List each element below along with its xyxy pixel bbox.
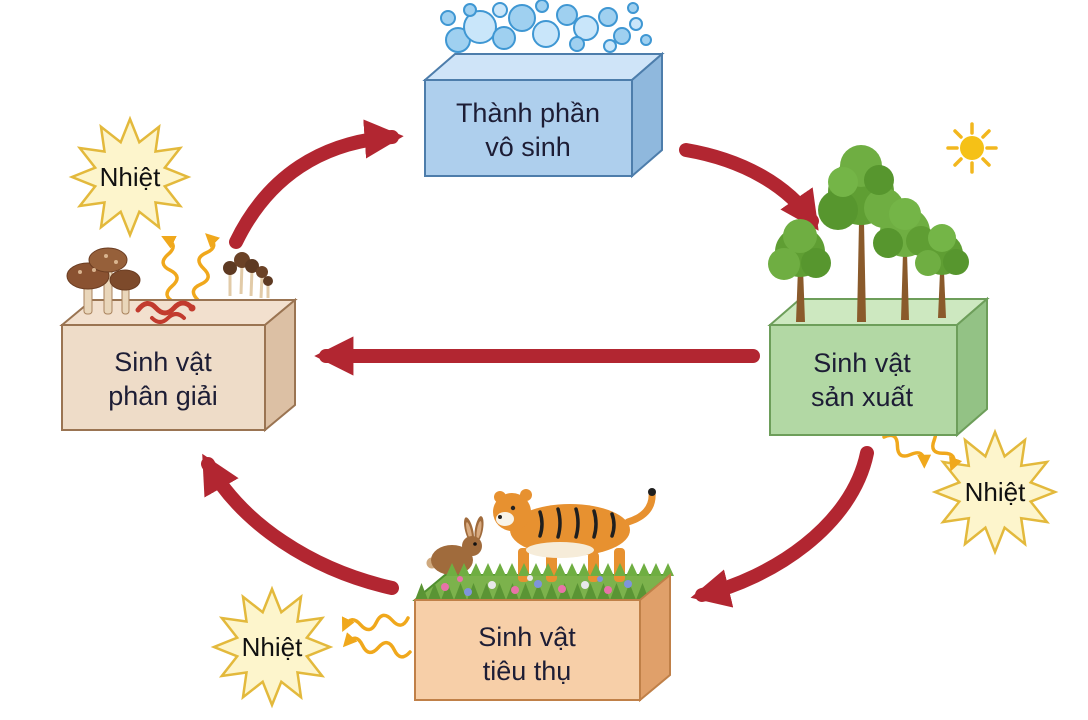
tree-icon xyxy=(768,145,969,322)
node-consumers: Sinh vật tiêu thụ xyxy=(412,488,674,703)
tiger-icon xyxy=(493,488,656,582)
heat-label-decomposers: Nhiệt xyxy=(100,162,161,192)
flower-icon xyxy=(441,575,632,596)
abiotic-label-line2: vô sinh xyxy=(485,132,571,162)
starburst-icon xyxy=(68,115,192,239)
producers-label-line1: Sinh vật xyxy=(813,348,911,378)
heat-wave-icon xyxy=(191,233,221,302)
heat-waves xyxy=(161,233,963,659)
heat-wave-icon xyxy=(341,613,410,632)
node-producers: Sinh vật sản xuất xyxy=(767,122,998,438)
heat-wave-icon xyxy=(882,433,932,469)
decomposers-label-line1: Sinh vật xyxy=(114,347,212,377)
bubbles-icon xyxy=(440,0,652,53)
consumers-label-line1: Sinh vật xyxy=(478,622,576,652)
producers-label-line2: sản xuất xyxy=(811,382,914,412)
heat-label-producers: Nhiệt xyxy=(965,477,1026,507)
node-abiotic: Thành phần vô sinh xyxy=(422,0,665,179)
arrow-abiotic-to-producers xyxy=(679,143,819,231)
node-decomposers: Sinh vật phân giải xyxy=(59,247,298,433)
decomposers-label-line2: phân giải xyxy=(108,381,218,411)
heat-star-consumers: Nhiệt xyxy=(210,585,334,709)
consumers-label-line2: tiêu thụ xyxy=(483,656,572,686)
arrow-decomposers-to-abiotic xyxy=(229,119,404,249)
sun-icon xyxy=(946,122,998,174)
cycle-arrows xyxy=(201,119,874,608)
heat-label-consumers: Nhiệt xyxy=(242,632,303,662)
heat-wave-icon xyxy=(161,235,179,304)
worm-icon xyxy=(135,300,196,324)
heat-wave-icon xyxy=(342,632,412,659)
abiotic-label-line1: Thành phần xyxy=(456,98,600,128)
arrow-consumers-to-decomposers xyxy=(201,453,399,595)
grass-icon xyxy=(415,563,674,600)
starburst-icon xyxy=(931,428,1059,556)
arrow-producers-to-consumers xyxy=(690,446,874,608)
heat-star-producers: Nhiệt xyxy=(931,428,1059,556)
starburst-icon xyxy=(210,585,334,709)
heat-star-decomposers: Nhiệt xyxy=(68,115,192,239)
mushroom-icon xyxy=(223,252,273,299)
mushroom-icon xyxy=(66,247,141,315)
